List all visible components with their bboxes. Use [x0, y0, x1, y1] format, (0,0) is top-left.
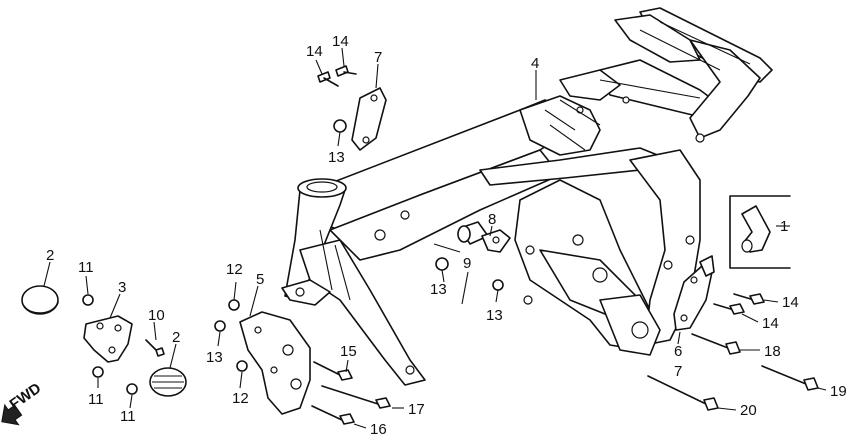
nut-11-lower-right	[126, 383, 138, 395]
nut-11-lower-left	[92, 366, 104, 378]
callout-11: 11	[78, 259, 94, 276]
callout-19: 19	[830, 383, 847, 400]
callout-13: 13	[486, 307, 503, 324]
callout-3: 3	[118, 279, 126, 296]
callout-4: 4	[531, 55, 539, 72]
nut-13-mid-right	[492, 279, 504, 291]
callout-7: 7	[674, 363, 682, 380]
bolt-14-top	[317, 65, 357, 87]
collar-9-bracket-8	[457, 221, 511, 253]
callout-12: 12	[226, 261, 243, 278]
callout-14: 14	[332, 33, 349, 50]
nut-11-upper	[82, 294, 94, 306]
callout-17: 17	[408, 401, 425, 418]
fwd-label: FWD	[7, 380, 45, 414]
callout-2: 2	[46, 247, 54, 264]
callout-14: 14	[306, 43, 323, 60]
callout-9: 9	[463, 255, 471, 272]
bracket-3	[83, 315, 133, 363]
cap-2-left	[21, 285, 59, 315]
main-frame	[281, 7, 773, 386]
callout-16: 16	[370, 421, 387, 438]
callout-13: 13	[206, 349, 223, 366]
callout-2: 2	[172, 329, 180, 346]
callout-6: 6	[674, 343, 682, 360]
callout-14: 14	[762, 315, 779, 332]
bolts-18-19-20	[647, 333, 819, 411]
nut-13-mid-left	[435, 257, 449, 271]
callout-8: 8	[488, 211, 496, 228]
callout-5: 5	[256, 271, 264, 288]
plate-6	[673, 255, 715, 331]
nut-13-left	[214, 320, 226, 332]
plate-7-top	[351, 87, 387, 151]
callout-1: 1	[780, 218, 788, 235]
callout-7: 7	[374, 49, 382, 66]
fwd-arrow: FWD	[1, 380, 45, 426]
callout-10: 10	[148, 307, 165, 324]
nut-12-upper	[228, 299, 240, 311]
callout-14: 14	[782, 294, 799, 311]
callout-20: 20	[740, 402, 757, 419]
leader-lines	[43, 47, 827, 429]
callout-15: 15	[340, 343, 357, 360]
bolts-14-right	[713, 293, 765, 315]
callout-12: 12	[232, 390, 249, 407]
bolts-15-17-16	[311, 361, 391, 425]
cap-2-right	[149, 367, 187, 397]
callout-11: 11	[120, 408, 136, 425]
hose-1-box	[729, 195, 791, 269]
callout-18: 18	[764, 343, 781, 360]
callout-13: 13	[430, 281, 447, 298]
plate-5	[239, 311, 311, 415]
nut-13-top	[333, 119, 347, 133]
callouts: 14 14 7 13 4 8 9 13 13 1 2 11 3 10 2 11 …	[46, 33, 847, 438]
callout-11: 11	[88, 391, 104, 408]
callout-13: 13	[328, 149, 345, 166]
nut-12-lower	[236, 360, 248, 372]
